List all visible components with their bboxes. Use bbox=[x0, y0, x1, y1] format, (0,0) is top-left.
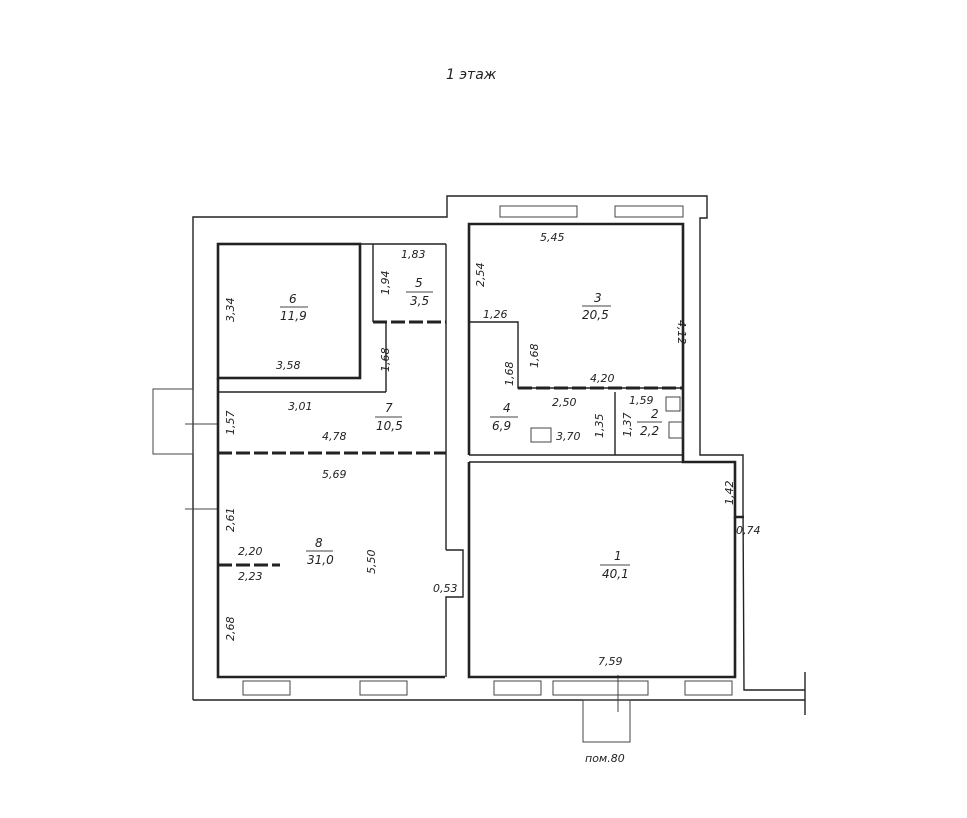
svg-text:40,1: 40,1 bbox=[602, 567, 629, 581]
svg-text:2: 2 bbox=[651, 407, 659, 421]
svg-text:4,12: 4,12 bbox=[675, 320, 688, 345]
svg-text:0,53: 0,53 bbox=[433, 582, 458, 595]
svg-text:1,35: 1,35 bbox=[593, 414, 606, 439]
room-label-3: 320,5 bbox=[582, 291, 611, 322]
svg-text:2,54: 2,54 bbox=[474, 263, 487, 288]
svg-text:1,57: 1,57 bbox=[224, 411, 237, 436]
svg-text:5,69: 5,69 bbox=[322, 468, 347, 481]
room-label-5: 53,5 bbox=[406, 276, 433, 308]
svg-text:2,23: 2,23 bbox=[238, 570, 263, 583]
svg-text:3,01: 3,01 bbox=[288, 400, 313, 413]
svg-text:2,50: 2,50 bbox=[552, 396, 577, 409]
windows bbox=[242, 205, 733, 696]
svg-text:3,34: 3,34 bbox=[224, 298, 237, 323]
svg-text:1: 1 bbox=[614, 549, 622, 563]
svg-text:1,26: 1,26 bbox=[483, 308, 508, 321]
outer-walls bbox=[152, 195, 806, 743]
svg-text:4: 4 bbox=[503, 401, 511, 415]
adjacent-room-label: пом.80 bbox=[585, 752, 625, 765]
svg-text:1,83: 1,83 bbox=[401, 248, 426, 261]
svg-text:1,42: 1,42 bbox=[723, 481, 736, 506]
svg-text:2,20: 2,20 bbox=[238, 545, 263, 558]
svg-text:2,68: 2,68 bbox=[224, 617, 237, 642]
room-label-2: 22,2 bbox=[637, 407, 662, 438]
svg-text:3: 3 bbox=[594, 291, 602, 305]
svg-text:4,20: 4,20 bbox=[590, 372, 615, 385]
room-label-1: 140,1 bbox=[600, 549, 630, 581]
svg-text:1,59: 1,59 bbox=[629, 394, 654, 407]
room-label-7: 710,5 bbox=[375, 401, 403, 433]
svg-text:1,68: 1,68 bbox=[528, 344, 541, 369]
svg-text:11,9: 11,9 bbox=[280, 309, 307, 323]
svg-text:20,5: 20,5 bbox=[582, 308, 609, 322]
room-label-6: 611,9 bbox=[280, 292, 308, 323]
room-walls bbox=[216, 222, 744, 679]
floor-title: 1 этаж bbox=[446, 67, 497, 83]
svg-text:2,2: 2,2 bbox=[640, 424, 659, 438]
svg-text:5,50: 5,50 bbox=[365, 550, 378, 575]
svg-text:0,74: 0,74 bbox=[736, 524, 761, 537]
svg-text:3,70: 3,70 bbox=[556, 430, 581, 443]
svg-text:6: 6 bbox=[289, 292, 297, 306]
dimension-labels: 3,34 3,58 1,83 1,94 1,68 3,01 4,78 1,57 … bbox=[224, 231, 761, 668]
svg-text:5,45: 5,45 bbox=[540, 231, 565, 244]
svg-text:7,59: 7,59 bbox=[598, 655, 623, 668]
svg-text:2,61: 2,61 bbox=[224, 508, 237, 533]
svg-text:3,58: 3,58 bbox=[276, 359, 301, 372]
svg-text:1,68: 1,68 bbox=[503, 362, 516, 387]
svg-text:6,9: 6,9 bbox=[492, 419, 511, 433]
svg-text:1,37: 1,37 bbox=[621, 413, 634, 438]
svg-text:10,5: 10,5 bbox=[376, 419, 403, 433]
room-label-8: 831,0 bbox=[306, 536, 334, 567]
svg-text:8: 8 bbox=[315, 536, 323, 550]
svg-text:5: 5 bbox=[415, 276, 423, 290]
room-label-4: 46,9 bbox=[490, 401, 518, 433]
svg-text:4,78: 4,78 bbox=[322, 430, 347, 443]
svg-text:31,0: 31,0 bbox=[307, 553, 334, 567]
svg-text:1,68: 1,68 bbox=[379, 348, 392, 373]
svg-text:1,94: 1,94 bbox=[379, 271, 392, 296]
svg-text:3,5: 3,5 bbox=[410, 294, 429, 308]
svg-text:7: 7 bbox=[385, 401, 393, 415]
